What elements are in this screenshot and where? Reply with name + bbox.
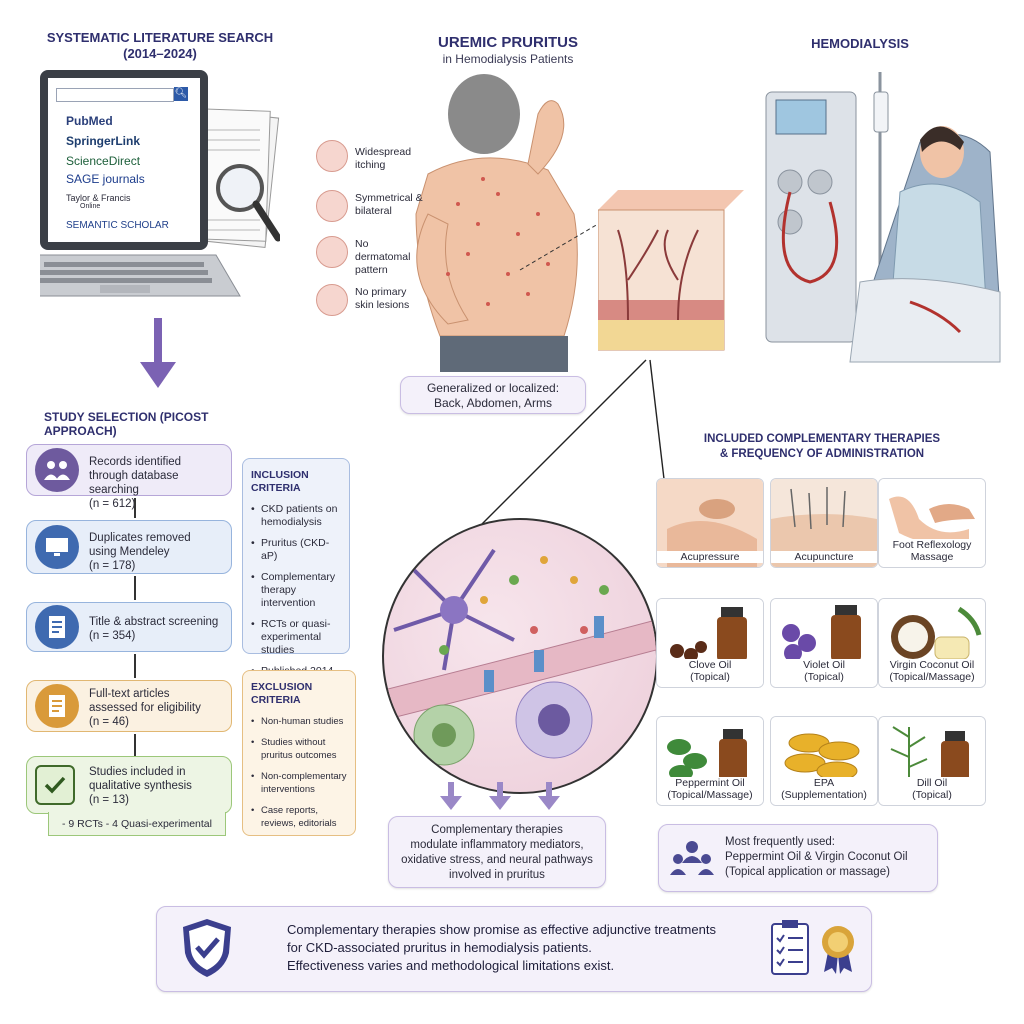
flow-arrow	[134, 576, 136, 600]
feature-symmetrical: Symmetrical & bilateral	[355, 192, 423, 217]
people-group-icon	[669, 839, 715, 882]
flow-arrow	[134, 734, 136, 756]
flow-step-duplicates: Duplicates removed using Mendeley(n = 17…	[26, 520, 232, 574]
dermatome-icon	[316, 236, 348, 268]
skin-cross-section-illustration	[598, 190, 744, 351]
therapy-clove-oil: Clove Oil(Topical)	[656, 598, 764, 688]
inclusion-criteria-box: INCLUSION CRITERIA CKD patients on hemod…	[242, 458, 350, 690]
magnifier-icon	[216, 164, 282, 242]
people-icon	[35, 448, 79, 492]
db-taylor-online: Online	[80, 203, 101, 210]
flow-step-included: Studies included in qualitative synthesi…	[26, 756, 232, 814]
hemodialysis-illustration	[765, 72, 1001, 363]
design-breakdown: - 9 RCTs - 4 Quasi-experimental	[48, 812, 226, 836]
effect-arrows-icon	[440, 782, 560, 810]
therapy-epa: EPA(Supplementation)	[770, 716, 878, 806]
skin-lesion-icon	[316, 284, 348, 316]
flow-arrow	[134, 654, 136, 678]
pruritus-title: UREMIC PRURITUS	[437, 34, 578, 51]
mechanism-box: Complementary therapies modulate inflamm…	[388, 816, 606, 888]
search-icon[interactable]: 🔍︎	[174, 87, 188, 101]
selection-title: STUDY SELECTION (PICOST APPROACH)	[44, 410, 209, 438]
feature-lesions: No primary skin lesions	[355, 286, 410, 311]
therapy-acupuncture: Acupuncture	[770, 478, 878, 568]
flow-arrow	[134, 498, 136, 518]
shield-check-icon	[181, 917, 233, 984]
db-sciencedirect: ScienceDirect	[66, 154, 141, 168]
search-input[interactable]	[56, 88, 174, 102]
therapy-peppermint-oil: Peppermint Oil(Topical/Massage)	[656, 716, 764, 806]
checklist-icon	[770, 918, 810, 981]
db-sage: SAGE journals	[66, 172, 145, 186]
location-box: Generalized or localized: Back, Abdomen,…	[400, 376, 586, 414]
pruritus-subtitle: in Hemodialysis Patients	[442, 52, 574, 66]
feature-dermatomal: No dermatomal pattern	[355, 238, 411, 276]
therapy-dill-oil: Dill Oil(Topical)	[878, 716, 986, 806]
award-badge-icon	[820, 924, 856, 979]
therapy-virgin-coconut-oil: Virgin Coconut Oil(Topical/Massage)	[878, 598, 986, 688]
article-icon	[35, 684, 79, 728]
cell-mechanism-illustration	[382, 518, 658, 794]
therapies-title: INCLUDED COMPLEMENTARY THERAPIES & FREQU…	[703, 433, 941, 460]
itching-icon	[316, 140, 348, 172]
laptop-graphic	[11, 70, 282, 297]
monitor-icon	[35, 525, 79, 569]
feature-widespread: Widespread itching	[355, 146, 412, 171]
exclusion-criteria-box: EXCLUSION CRITERIA Non-human studies Stu…	[242, 670, 356, 836]
frequent-box: Most frequently used: Peppermint Oil & V…	[658, 824, 938, 892]
db-pubmed: PubMed	[66, 114, 113, 128]
zoom-dashed-line	[519, 223, 599, 271]
db-taylor: Taylor & Francis	[66, 193, 131, 203]
patient-back-illustration	[415, 74, 578, 372]
db-springerlink: SpringerLink	[66, 134, 141, 148]
laptop-illustration: 🔍︎	[11, 70, 282, 300]
symmetry-icon	[316, 190, 348, 222]
document-icon	[35, 605, 79, 649]
flow-step-identified: Records identified through database sear…	[26, 444, 232, 510]
down-arrow-icon	[140, 318, 176, 388]
flow-step-fulltext: Full-text articles assessed for eligibil…	[26, 680, 232, 732]
search-title: SYSTEMATIC LITERATURE SEARCH (2014–2024)	[46, 30, 274, 61]
conclusion-box: Complementary therapies show promise as …	[156, 906, 872, 992]
therapy-violet-oil: Violet Oil(Topical)	[770, 598, 878, 688]
flow-step-screening: Title & abstract screening(n = 354)	[26, 602, 232, 652]
checkbox-icon	[35, 765, 75, 805]
db-semantic: SEMANTIC SCHOLAR	[66, 220, 169, 231]
hemodialysis-title: HEMODIALYSIS	[811, 36, 909, 51]
therapy-acupressure: Acupressure	[656, 478, 764, 568]
